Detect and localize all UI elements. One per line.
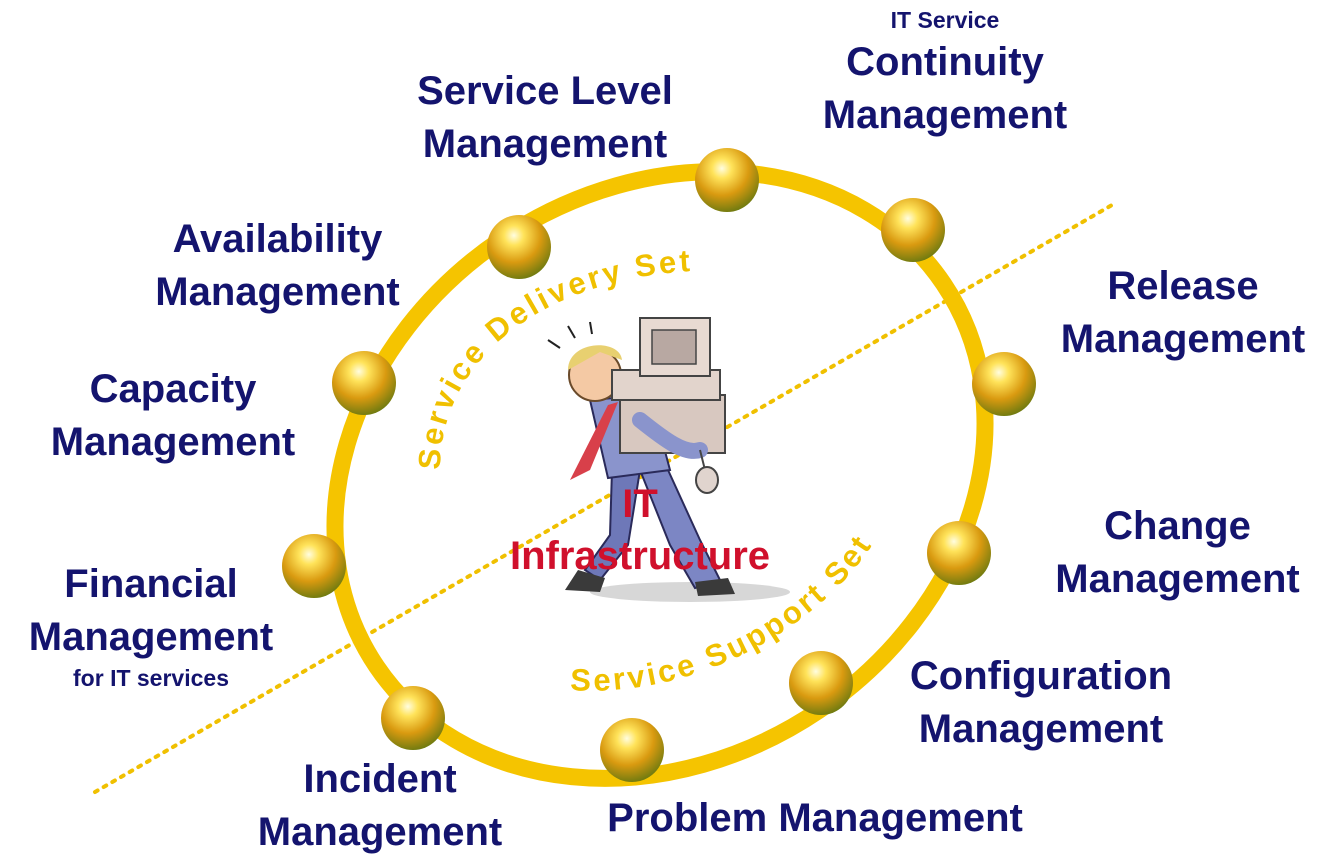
gold-sphere-icon-release — [972, 352, 1036, 416]
gold-sphere-icon-incident — [381, 686, 445, 750]
center-title: IT Infrastructure — [470, 478, 810, 582]
label-continuity: IT Service Continuity Management — [822, 7, 1068, 138]
center-title-line2: Infrastructure — [509, 534, 771, 578]
gold-sphere-icon-availability — [487, 215, 551, 279]
gold-sphere-icon-capacity — [332, 351, 396, 415]
label-release: Release Management — [1060, 264, 1306, 362]
label-service-level: Service Level Management — [417, 69, 673, 167]
label-financial: Financial Management for IT services — [28, 562, 274, 692]
label-incident: Incident Management — [257, 757, 503, 855]
label-change: Change Management — [1055, 504, 1300, 602]
gold-sphere-icon-continuity — [881, 198, 945, 262]
gold-sphere-icon-service-level — [695, 148, 759, 212]
center-title-line1: IT — [622, 482, 658, 526]
person-carrying-computer-icon — [547, 317, 790, 602]
gold-sphere-icon-financial — [282, 534, 346, 598]
sphere-nodes — [282, 148, 1036, 782]
gold-sphere-icon-change — [927, 521, 991, 585]
label-capacity: Capacity Management — [50, 367, 296, 465]
label-problem: Problem Management — [607, 796, 1023, 840]
label-availability: Availability Management — [155, 217, 400, 315]
divider-line — [93, 203, 1114, 794]
gold-sphere-icon-configuration — [789, 651, 853, 715]
gold-sphere-icon-problem — [600, 718, 664, 782]
label-configuration: Configuration Management — [909, 654, 1173, 752]
